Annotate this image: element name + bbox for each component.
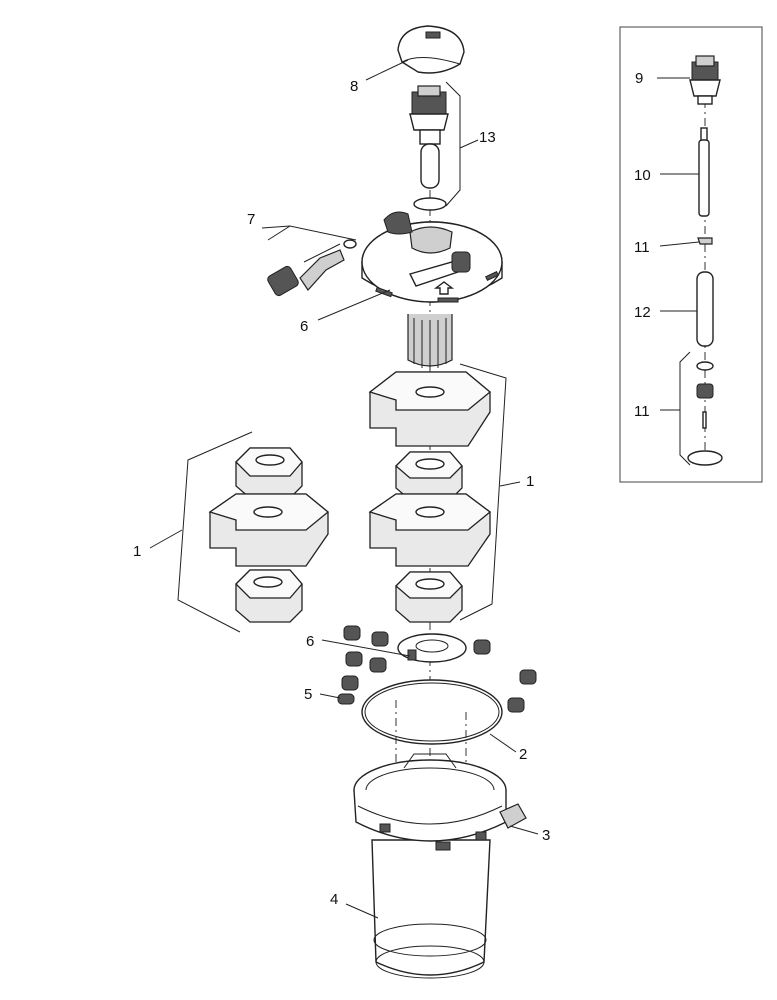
leader-5 [319, 693, 341, 699]
uv-parts-inset: 9 10 11 12 11 [619, 26, 763, 483]
label-6-top: 6 [300, 318, 308, 335]
center-ring-part: 6 [306, 633, 467, 663]
foam-stack-right: 1 [368, 363, 534, 623]
leader-8 [365, 59, 409, 81]
foam-right-bracket [459, 363, 507, 621]
uv-unit-part: 13 [409, 81, 496, 211]
filter-housing-part: 3 4 [330, 753, 550, 979]
label-6-bottom: 6 [306, 633, 314, 650]
label-13: 13 [479, 129, 496, 146]
leader-2 [489, 733, 517, 753]
filter-cage-part [407, 314, 453, 370]
label-4: 4 [330, 891, 338, 908]
o-ring-part: 2 [361, 679, 527, 763]
foam-left-bracket [177, 431, 253, 633]
clamp-lever [499, 803, 527, 829]
label-3: 3 [542, 827, 550, 844]
uv-clip-part [697, 237, 713, 245]
hose-tail-part: 7 [247, 211, 357, 297]
label-9: 9 [635, 70, 643, 87]
uv-unit-bracket [445, 81, 461, 207]
uv-connector-part [689, 55, 721, 105]
leader-3 [509, 825, 539, 835]
label-11-lower: 11 [634, 403, 650, 420]
leader-7 [261, 225, 291, 229]
label-7: 7 [247, 211, 255, 228]
foam-stack-left: 1 [133, 431, 330, 633]
cover-cap-part: 8 [350, 25, 465, 95]
leader-6-top [317, 289, 391, 321]
uv-seal-set-part [687, 361, 723, 466]
label-8: 8 [350, 78, 358, 95]
leader-13 [459, 139, 479, 149]
leader-4 [345, 903, 379, 919]
housing-body [371, 839, 491, 976]
leader-6-bottom [321, 639, 411, 657]
bio-media-part: 5 [304, 625, 537, 713]
label-5: 5 [304, 686, 312, 703]
label-10: 10 [634, 167, 651, 184]
leader-1-right [499, 481, 521, 487]
hose-tail-bracket [267, 225, 357, 241]
leader-1-left [149, 529, 183, 549]
inset-frame [619, 26, 763, 483]
label-1-right: 1 [526, 473, 534, 490]
quartz-tube-part [696, 271, 714, 347]
label-12: 12 [634, 304, 651, 321]
label-11-upper: 11 [634, 239, 650, 256]
uv-seal-bracket [679, 351, 691, 466]
label-1-left: 1 [133, 543, 141, 560]
filter-lid-part: 6 [300, 211, 503, 335]
leader-11-upper [659, 241, 700, 247]
label-2: 2 [519, 746, 527, 763]
uv-lamp-part [698, 127, 710, 217]
